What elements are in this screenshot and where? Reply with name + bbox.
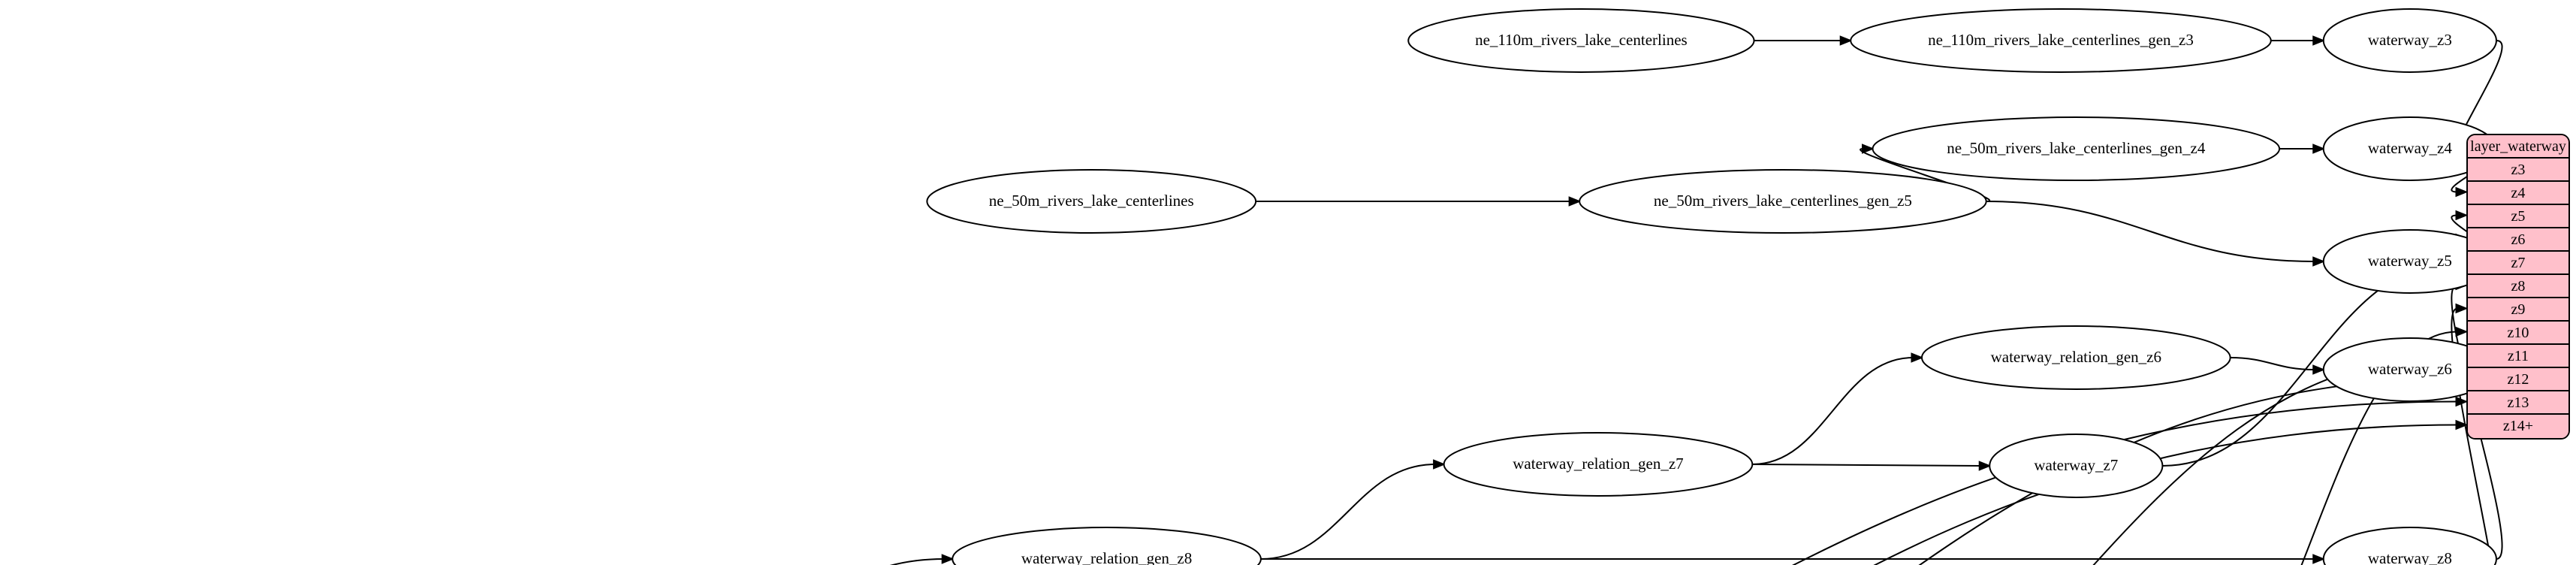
edge-arrowhead bbox=[2455, 396, 2469, 407]
node-label-waterway_relation_gen_z6: waterway_relation_gen_z6 bbox=[1991, 348, 2161, 366]
edge-arrowhead bbox=[1839, 35, 1853, 46]
edge-arrowhead bbox=[2312, 554, 2326, 564]
node-shape-waterway_z8 bbox=[2322, 527, 2497, 565]
layer-table-row-z12[interactable]: z12 bbox=[2468, 368, 2568, 391]
layer-table-row-z14plus[interactable]: z14+ bbox=[2468, 415, 2568, 438]
edge-waterway_relation_gen_z7-to-waterway_relation_gen_z6 bbox=[1752, 357, 1913, 465]
layer-table-row-z7[interactable]: z7 bbox=[2468, 252, 2568, 275]
node-waterway_relation_gen_z7[interactable]: waterway_relation_gen_z7 bbox=[1443, 432, 1754, 497]
edges-layer bbox=[889, 35, 2503, 565]
edge-arrowhead bbox=[2455, 419, 2469, 431]
node-shape-waterway_relation_gen_z8 bbox=[952, 527, 1262, 565]
layer-table-row-z11[interactable]: z11 bbox=[2468, 345, 2568, 368]
edge-arrowhead bbox=[2455, 303, 2469, 314]
node-shape-waterway_relation_gen_z6 bbox=[1920, 325, 2231, 390]
node-label-ne_50m_rivers_lake_centerlines_gen_z5: ne_50m_rivers_lake_centerlines_gen_z5 bbox=[1654, 192, 1912, 210]
node-label-ne_110m_rivers_lake_centerlines_gen_z3: ne_110m_rivers_lake_centerlines_gen_z3 bbox=[1928, 31, 2194, 49]
node-ne_50m_rivers_lake_centerlines[interactable]: ne_50m_rivers_lake_centerlines bbox=[926, 169, 1257, 234]
layer-table-row-z4[interactable]: z4 bbox=[2468, 182, 2568, 205]
layer-table-header: layer_waterway bbox=[2468, 135, 2568, 159]
edge-arrowhead bbox=[2312, 144, 2326, 154]
edge-waterway_relation_gen_z7-to-waterway_z7 bbox=[1752, 464, 1981, 467]
edge-arrowhead bbox=[2455, 326, 2469, 337]
edge-arrowhead bbox=[1862, 144, 1875, 154]
node-waterway_z6[interactable]: waterway_z6 bbox=[2322, 337, 2497, 402]
edge-arrowhead bbox=[2312, 35, 2326, 46]
node-shape-waterway_z7 bbox=[1989, 434, 2164, 498]
edge-waterway_z12-to-layer_waterway-z12 bbox=[1918, 377, 2458, 565]
node-label-waterway_relation_gen_z7: waterway_relation_gen_z7 bbox=[1513, 455, 1683, 473]
node-ne_50m_rivers_lake_centerlines_gen_z5[interactable]: ne_50m_rivers_lake_centerlines_gen_z5 bbox=[1579, 169, 1987, 234]
edge-arrowhead bbox=[2455, 186, 2469, 198]
node-shape-ne_50m_rivers_lake_centerlines_gen_z4 bbox=[1872, 116, 2281, 181]
layer-table-row-z9[interactable]: z9 bbox=[2468, 298, 2568, 322]
edge-waterway_relation_gen_z6-to-waterway_z6 bbox=[2230, 357, 2315, 370]
edge-waterway_relation_gen_z8-to-waterway_relation_gen_z7 bbox=[1260, 464, 1435, 560]
edge-waterway_z13-to-layer_waterway-z13 bbox=[1792, 400, 2458, 565]
node-waterway_z7[interactable]: waterway_z7 bbox=[1989, 434, 2164, 498]
node-shape-ne_50m_rivers_lake_centerlines_gen_z5 bbox=[1579, 169, 1987, 234]
edge-arrowhead bbox=[1978, 461, 1992, 471]
layer-table-row-z8[interactable]: z8 bbox=[2468, 275, 2568, 298]
edge-arrowhead bbox=[1911, 352, 1924, 363]
node-shape-waterway_relation_gen_z7 bbox=[1443, 432, 1754, 497]
layer-table-row-z6[interactable]: z6 bbox=[2468, 228, 2568, 252]
node-waterway_z4[interactable]: waterway_z4 bbox=[2322, 116, 2497, 181]
edge-ne_50m_rivers_lake_centerlines_gen_z5-to-waterway_z5 bbox=[1986, 201, 2315, 262]
nodes-layer: imposm3osm_waterway_relationosm_waterway… bbox=[926, 8, 2497, 565]
node-waterway_relation_gen_z8[interactable]: waterway_relation_gen_z8 bbox=[952, 527, 1262, 565]
node-waterway_relation_gen_z6[interactable]: waterway_relation_gen_z6 bbox=[1920, 325, 2231, 390]
node-label-waterway_z7: waterway_z7 bbox=[2034, 456, 2118, 474]
node-shape-waterway_z3 bbox=[2322, 8, 2497, 73]
edge-waterway_z11-to-layer_waterway-z11 bbox=[2092, 354, 2458, 565]
node-label-waterway_z4: waterway_z4 bbox=[2368, 139, 2452, 157]
node-shape-ne_50m_rivers_lake_centerlines bbox=[926, 169, 1257, 234]
node-shape-ne_110m_rivers_lake_centerlines_gen_z3 bbox=[1850, 8, 2272, 73]
edge-arrowhead bbox=[2455, 210, 2469, 221]
edge-arrowhead bbox=[941, 554, 955, 564]
node-label-waterway_z3: waterway_z3 bbox=[2368, 31, 2452, 49]
node-label-ne_110m_rivers_lake_centerlines: ne_110m_rivers_lake_centerlines bbox=[1475, 31, 1688, 49]
node-label-waterway_z8: waterway_z8 bbox=[2368, 549, 2452, 565]
edge-waterway_z9-to-layer_waterway-z9 bbox=[2451, 307, 2493, 565]
edge-arrowhead bbox=[2312, 364, 2326, 375]
layer-table-row-z3[interactable]: z3 bbox=[2468, 159, 2568, 182]
node-label-ne_50m_rivers_lake_centerlines: ne_50m_rivers_lake_centerlines bbox=[989, 192, 1194, 210]
node-shape-ne_110m_rivers_lake_centerlines bbox=[1407, 8, 1755, 73]
node-ne_110m_rivers_lake_centerlines_gen_z3[interactable]: ne_110m_rivers_lake_centerlines_gen_z3 bbox=[1850, 8, 2272, 73]
node-label-waterway_relation_gen_z8: waterway_relation_gen_z8 bbox=[1021, 549, 1192, 565]
node-ne_50m_rivers_lake_centerlines_gen_z4[interactable]: ne_50m_rivers_lake_centerlines_gen_z4 bbox=[1872, 116, 2281, 181]
node-waterway_z8[interactable]: waterway_z8 bbox=[2322, 527, 2497, 565]
layer-table-row-z10[interactable]: z10 bbox=[2468, 322, 2568, 345]
node-label-ne_50m_rivers_lake_centerlines_gen_z4: ne_50m_rivers_lake_centerlines_gen_z4 bbox=[1947, 139, 2206, 157]
layer-table-row-z13[interactable]: z13 bbox=[2468, 391, 2568, 415]
node-waterway_z3[interactable]: waterway_z3 bbox=[2322, 8, 2497, 73]
edge-arrowhead bbox=[1433, 459, 1446, 470]
node-label-waterway_z5: waterway_z5 bbox=[2368, 252, 2452, 270]
edge-waterway_relation-to-waterway_relation_gen_z8 bbox=[889, 558, 944, 565]
node-ne_110m_rivers_lake_centerlines[interactable]: ne_110m_rivers_lake_centerlines bbox=[1407, 8, 1755, 73]
node-label-waterway_z6: waterway_z6 bbox=[2368, 360, 2452, 378]
layer-table-row-z5[interactable]: z5 bbox=[2468, 205, 2568, 228]
edge-arrowhead bbox=[2312, 256, 2326, 267]
edge-arrowhead bbox=[1568, 196, 1582, 207]
